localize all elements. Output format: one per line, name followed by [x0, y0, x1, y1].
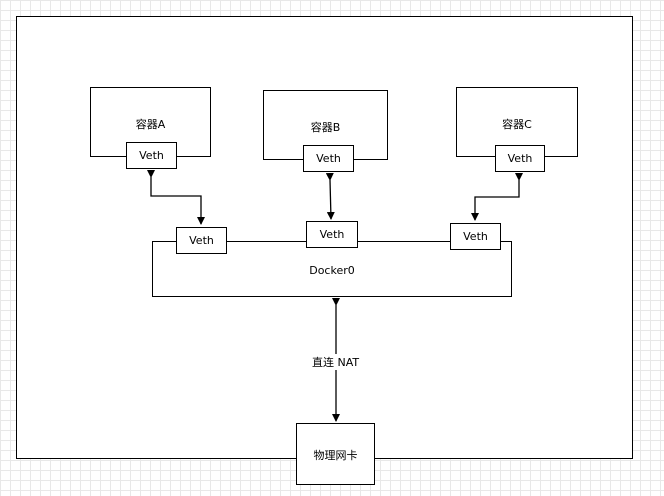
container-b-label: 容器B — [310, 121, 341, 134]
container-c-veth[interactable]: Veth — [495, 145, 545, 172]
bridge-veth-a[interactable]: Veth — [176, 227, 227, 254]
container-c-label: 容器C — [502, 118, 532, 131]
container-a-label: 容器A — [135, 118, 166, 131]
container-b-veth[interactable]: Veth — [303, 145, 354, 172]
bridge-veth-c[interactable]: Veth — [450, 223, 501, 250]
physical-nic-label: 物理网卡 — [313, 449, 358, 462]
docker0-label: Docker0 — [309, 264, 355, 277]
nat-link-label: 直连 NAT — [310, 354, 362, 370]
link-b — [325, 172, 335, 220]
link-c — [471, 173, 523, 221]
container-a-veth[interactable]: Veth — [126, 142, 177, 169]
link-a — [147, 170, 205, 225]
bridge-veth-b[interactable]: Veth — [306, 221, 358, 248]
physical-nic[interactable]: 物理网卡 — [296, 423, 375, 485]
